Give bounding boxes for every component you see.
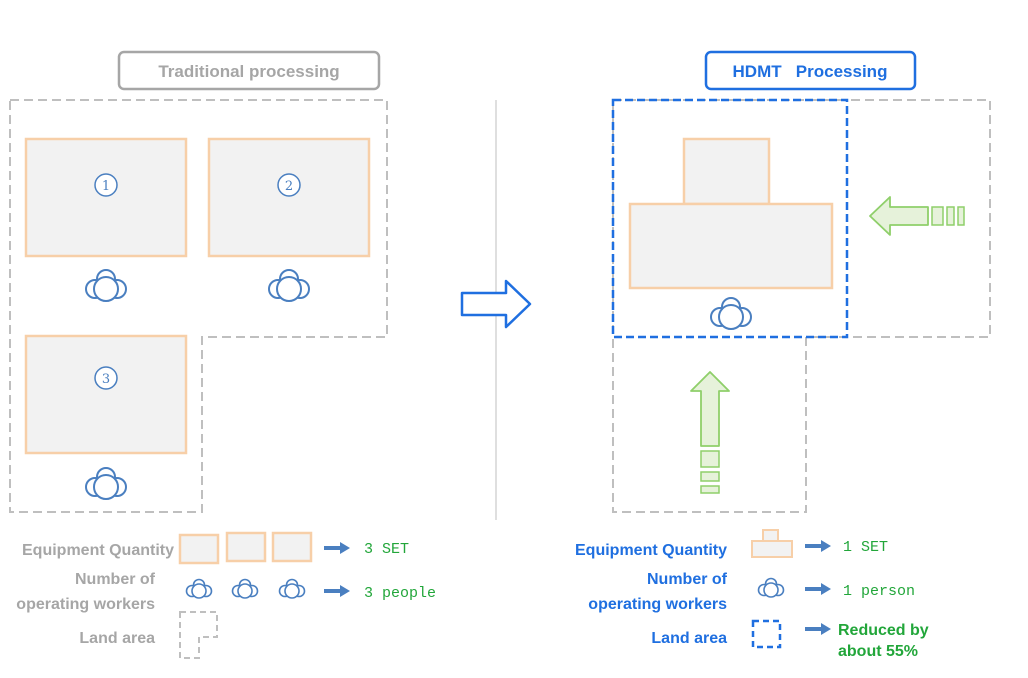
traditional-land-outline (9, 99, 388, 513)
equipment-value: 1 SET (843, 539, 888, 556)
workers-label-line2: operating workers (16, 596, 155, 613)
green-arrow-left-icon (869, 196, 965, 236)
small-arrow-right-icon (324, 542, 350, 554)
machine-3: 3 (24, 334, 188, 455)
worker-icon (231, 578, 259, 599)
traditional-title: Traditional processing (158, 62, 339, 81)
hdmt-title-box: HDMT Processing (704, 50, 917, 91)
equipment-value: 3 SET (364, 541, 409, 558)
small-arrow-right-icon (805, 540, 831, 552)
land-label: Land area (651, 630, 727, 647)
land-swatch (179, 611, 218, 659)
small-arrow-right-icon (324, 585, 350, 597)
big-arrow-right-icon (460, 279, 532, 329)
worker-icon (85, 269, 127, 302)
machine-2: 2 (207, 137, 371, 258)
reduced-land-outline (611, 98, 849, 339)
equipment-label: Equipment Quantity (22, 542, 174, 559)
machine-number-2: 2 (285, 179, 293, 194)
worker-icon (268, 269, 310, 302)
small-arrow-right-icon (805, 623, 831, 635)
machine-number-1: 1 (102, 179, 110, 194)
workers-label-line1: Number of (75, 571, 156, 588)
hdmt-equipment-swatch (751, 529, 793, 558)
worker-icon (278, 578, 306, 599)
equipment-swatch (225, 531, 267, 563)
workers-label-line1: Number of (647, 571, 728, 588)
worker-icon (85, 467, 127, 500)
workers-value: 1 person (843, 583, 915, 600)
workers-label-line2: operating workers (588, 596, 727, 613)
land-label: Land area (79, 630, 155, 647)
equipment-label: Equipment Quantity (575, 542, 727, 559)
hdmt-title: HDMT Processing (733, 62, 888, 81)
machine-number-3: 3 (102, 372, 110, 387)
worker-icon (757, 577, 785, 598)
land-value-line1: Reduced by (838, 622, 929, 639)
equipment-swatch (178, 533, 220, 565)
reduced-land-swatch (751, 619, 782, 649)
original-land-outline (612, 99, 991, 513)
land-value-line2: about 55% (838, 643, 918, 660)
equipment-swatch (271, 531, 313, 563)
hdmt-machine (628, 137, 834, 290)
green-arrow-up-icon (690, 371, 730, 494)
machine-1: 1 (24, 137, 188, 258)
worker-icon (710, 297, 752, 330)
worker-icon (185, 578, 213, 599)
workers-value: 3 people (364, 585, 436, 602)
small-arrow-right-icon (805, 583, 831, 595)
traditional-title-box: Traditional processing (117, 50, 381, 91)
